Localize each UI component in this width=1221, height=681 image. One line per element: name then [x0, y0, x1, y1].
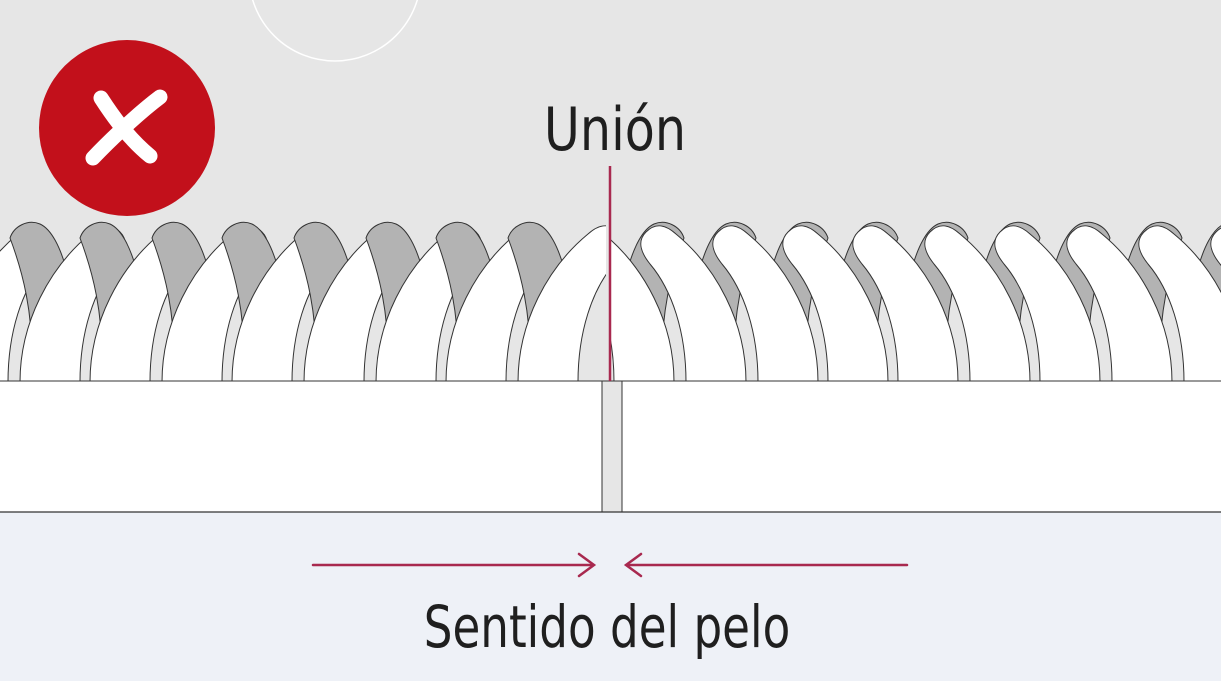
decorative-circle [251, 0, 419, 62]
error-badge [39, 40, 215, 216]
joint-gap [601, 380, 623, 513]
lower-background [0, 512, 1221, 681]
left-pointing-arrow [623, 552, 909, 578]
joint-title: Unión [544, 94, 686, 164]
close-icon [85, 89, 168, 166]
right-carpet-backing [621, 380, 1221, 513]
left-carpet-backing [0, 380, 603, 513]
direction-label: Sentido del pelo [424, 595, 791, 662]
left-carpet-fibers [0, 221, 606, 383]
right-pointing-arrow [311, 552, 597, 578]
